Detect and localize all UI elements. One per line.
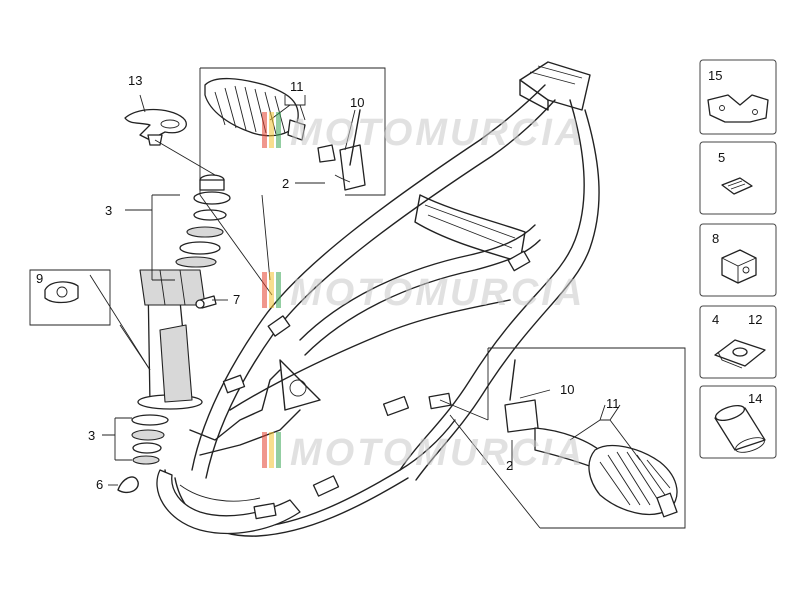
cable-clamp [44, 281, 79, 304]
callout-3-lower: 3 [88, 428, 95, 443]
parts-box-5 [699, 141, 777, 215]
footrest-inset-lower [487, 347, 686, 529]
callout-2-lower: 2 [506, 458, 513, 473]
footrest-inset-upper [199, 67, 386, 196]
callout-labels: 13 3 9 7 3 6 11 10 2 10 11 2 15 5 8 4 12… [36, 68, 762, 492]
callout-6: 6 [96, 477, 103, 492]
callout-4: 4 [712, 312, 719, 327]
footrest-rubber [204, 77, 299, 137]
watermark-3: MOTOMURCIA [262, 432, 585, 474]
watermark-1: MOTOMURCIA [262, 112, 585, 154]
watermark-text: MOTOMURCIA [290, 112, 585, 154]
scooter-frame [156, 61, 600, 537]
parts-box-8 [699, 223, 777, 297]
callout-2-upper: 2 [282, 176, 289, 191]
callout-15: 15 [708, 68, 722, 83]
callout-13: 13 [128, 73, 142, 88]
circlip [117, 476, 139, 494]
callout-9: 9 [36, 271, 43, 286]
parts-box-15 [699, 59, 777, 135]
watermark-text: MOTOMURCIA [290, 272, 585, 314]
callout-14: 14 [748, 391, 762, 406]
watermark-text: MOTOMURCIA [290, 432, 585, 474]
callout-10-upper: 10 [350, 95, 364, 110]
steering-head [44, 108, 231, 494]
parts-box-14 [699, 385, 777, 459]
callout-11-upper: 11 [290, 79, 304, 94]
watermark-2: MOTOMURCIA [262, 272, 585, 314]
leader-lines [29, 94, 641, 529]
callout-8: 8 [712, 231, 719, 246]
callout-3-upper: 3 [105, 203, 112, 218]
callout-10-lower: 10 [560, 382, 574, 397]
callout-11-lower: 11 [606, 396, 620, 411]
callout-12: 12 [748, 312, 762, 327]
callout-5: 5 [718, 150, 725, 165]
steering-lock-bracket [124, 108, 187, 141]
parts-box-4-12 [699, 305, 777, 379]
callout-7: 7 [233, 292, 240, 307]
